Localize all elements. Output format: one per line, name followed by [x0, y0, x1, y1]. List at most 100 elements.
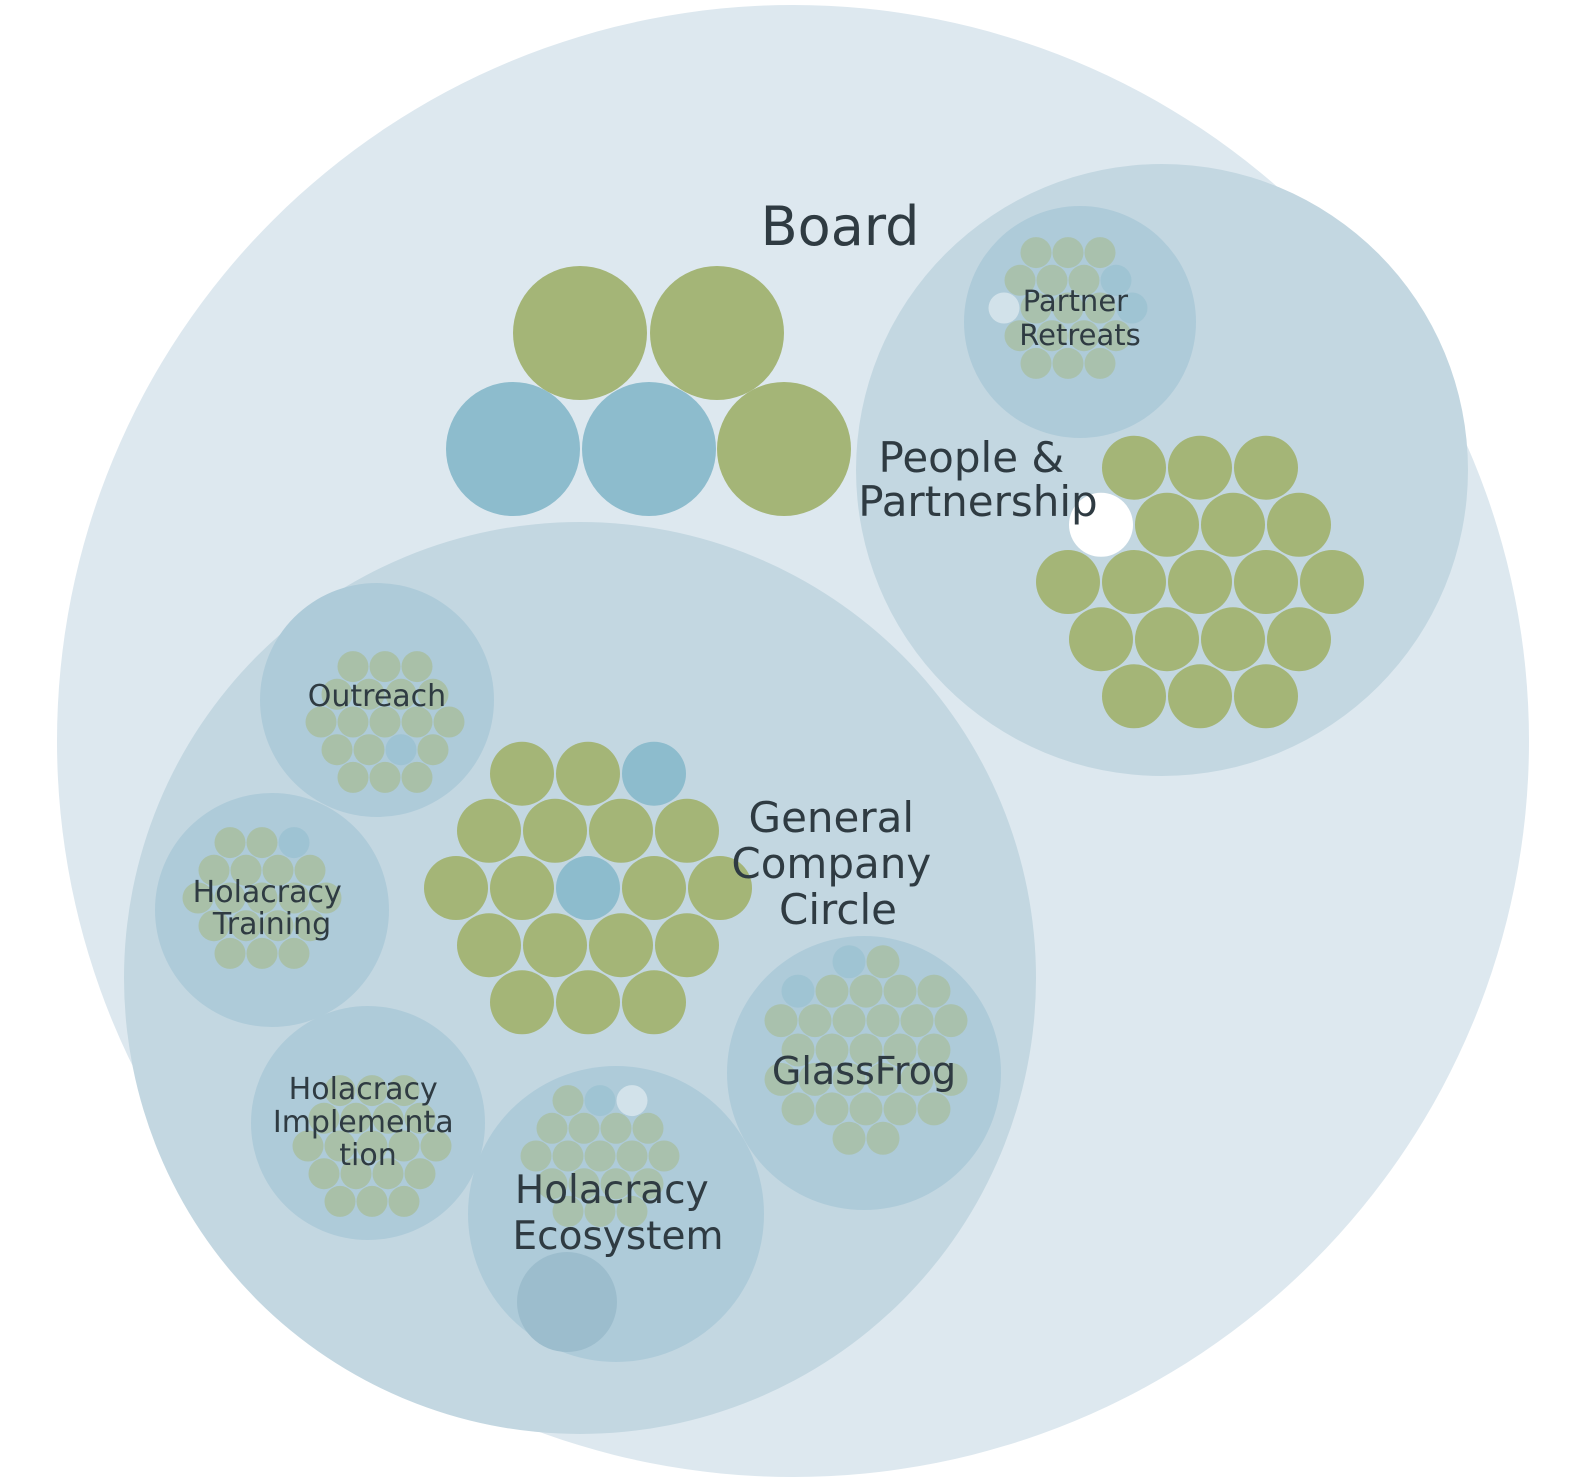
role-circle[interactable] — [356, 1185, 388, 1217]
role-circle[interactable] — [404, 1102, 436, 1134]
role-circle[interactable] — [1267, 607, 1331, 672]
role-circle[interactable] — [1168, 435, 1232, 500]
role-circle[interactable] — [1069, 607, 1133, 672]
role-circle[interactable] — [356, 1075, 388, 1107]
role-circle[interactable] — [866, 1062, 900, 1096]
role-circle[interactable] — [917, 974, 951, 1008]
role-circle[interactable] — [1036, 264, 1068, 296]
role-circle[interactable] — [388, 1185, 420, 1217]
role-circle[interactable] — [815, 1033, 849, 1067]
role-circle[interactable] — [1020, 347, 1052, 379]
holacracy-training-circle[interactable] — [155, 793, 389, 1027]
board-role[interactable] — [717, 382, 851, 516]
role-circle[interactable] — [401, 761, 433, 793]
role-circle[interactable] — [798, 1062, 832, 1096]
role-circle[interactable] — [1069, 492, 1133, 557]
role-circle[interactable] — [616, 1085, 648, 1117]
role-circle[interactable] — [568, 1112, 600, 1144]
role-circle[interactable] — [262, 854, 294, 886]
role-circle[interactable] — [832, 1121, 866, 1155]
role-circle[interactable] — [230, 854, 262, 886]
role-circle[interactable] — [1068, 264, 1100, 296]
role-circle[interactable] — [655, 798, 719, 863]
role-circle[interactable] — [1168, 550, 1232, 614]
role-circle[interactable] — [337, 706, 369, 738]
board-role[interactable] — [582, 382, 716, 516]
role-circle[interactable] — [556, 970, 620, 1035]
role-circle[interactable] — [420, 1130, 452, 1162]
role-circle[interactable] — [278, 827, 310, 859]
role-circle[interactable] — [616, 1195, 648, 1227]
role-circle[interactable] — [1201, 607, 1265, 672]
role-circle[interactable] — [917, 1033, 951, 1067]
role-circle[interactable] — [632, 1112, 664, 1144]
board-role[interactable] — [513, 266, 647, 400]
role-circle[interactable] — [1234, 435, 1298, 500]
role-circle[interactable] — [278, 882, 310, 914]
role-circle[interactable] — [214, 882, 246, 914]
role-circle[interactable] — [490, 741, 554, 806]
role-circle[interactable] — [552, 1195, 584, 1227]
role-circle[interactable] — [622, 741, 686, 806]
role-circle[interactable] — [401, 706, 433, 738]
role-circle[interactable] — [1052, 237, 1084, 269]
role-circle[interactable] — [616, 1140, 648, 1172]
role-circle[interactable] — [552, 1140, 584, 1172]
role-circle[interactable] — [372, 1102, 404, 1134]
role-circle[interactable] — [934, 1062, 968, 1096]
role-circle[interactable] — [214, 827, 246, 859]
role-circle[interactable] — [246, 937, 278, 969]
role-circle[interactable] — [781, 974, 815, 1008]
role-circle[interactable] — [536, 1112, 568, 1144]
role-circle[interactable] — [353, 678, 385, 710]
role-circle[interactable] — [385, 678, 417, 710]
role-circle[interactable] — [417, 678, 449, 710]
role-circle[interactable] — [556, 741, 620, 806]
role-circle[interactable] — [764, 1062, 798, 1096]
role-circle[interactable] — [632, 1168, 664, 1200]
role-circle[interactable] — [182, 882, 214, 914]
role-circle[interactable] — [568, 1168, 600, 1200]
role-circle[interactable] — [1102, 435, 1166, 500]
role-circle[interactable] — [832, 945, 866, 979]
role-circle[interactable] — [1300, 550, 1364, 614]
role-circle[interactable] — [198, 910, 230, 942]
role-circle[interactable] — [294, 854, 326, 886]
role-circle[interactable] — [1004, 264, 1036, 296]
role-circle[interactable] — [552, 1085, 584, 1117]
role-circle[interactable] — [340, 1102, 372, 1134]
role-circle[interactable] — [622, 970, 686, 1035]
role-circle[interactable] — [388, 1130, 420, 1162]
role-circle[interactable] — [866, 1121, 900, 1155]
role-circle[interactable] — [1100, 264, 1132, 296]
role-circle[interactable] — [600, 1112, 632, 1144]
role-circle[interactable] — [353, 734, 385, 766]
role-circle[interactable] — [866, 1004, 900, 1038]
role-circle[interactable] — [1052, 292, 1084, 324]
role-circle[interactable] — [781, 1092, 815, 1126]
role-circle[interactable] — [294, 910, 326, 942]
role-circle[interactable] — [1234, 550, 1298, 614]
role-circle[interactable] — [246, 827, 278, 859]
role-circle[interactable] — [883, 1092, 917, 1126]
role-circle[interactable] — [832, 1004, 866, 1038]
role-circle[interactable] — [900, 1004, 934, 1038]
role-circle[interactable] — [372, 1158, 404, 1190]
role-circle[interactable] — [1020, 237, 1052, 269]
role-circle[interactable] — [1004, 320, 1036, 352]
role-circle[interactable] — [764, 1004, 798, 1038]
role-circle[interactable] — [490, 856, 554, 920]
role-circle[interactable] — [584, 1195, 616, 1227]
role-circle[interactable] — [781, 1033, 815, 1067]
role-circle[interactable] — [1084, 292, 1116, 324]
role-circle[interactable] — [520, 1140, 552, 1172]
role-circle[interactable] — [536, 1168, 568, 1200]
role-circle[interactable] — [401, 651, 433, 683]
role-circle[interactable] — [404, 1158, 436, 1190]
role-circle[interactable] — [815, 1092, 849, 1126]
role-circle[interactable] — [1135, 492, 1199, 557]
role-circle[interactable] — [1100, 320, 1132, 352]
role-circle[interactable] — [214, 937, 246, 969]
role-circle[interactable] — [388, 1075, 420, 1107]
role-circle[interactable] — [308, 1102, 340, 1134]
